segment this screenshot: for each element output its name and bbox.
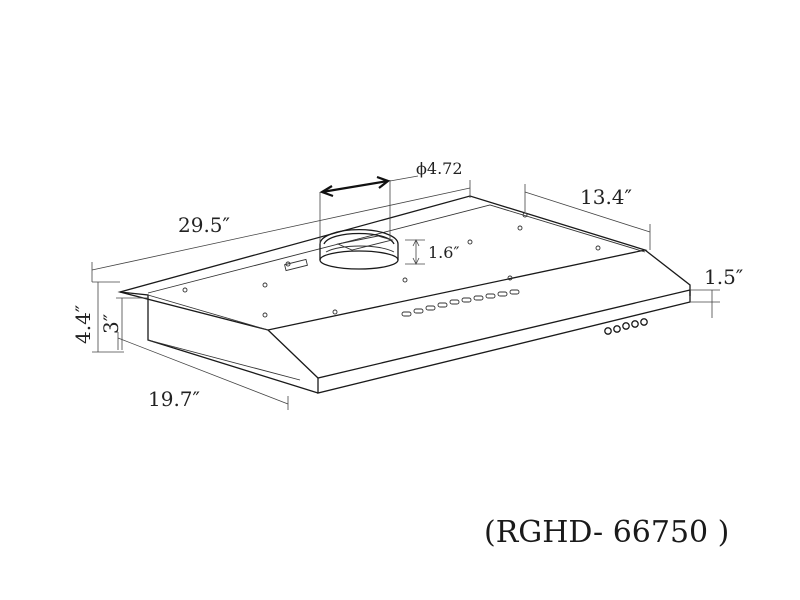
hood-right-side xyxy=(644,249,691,296)
dim-duct-height-label: 1.6″ xyxy=(428,243,459,262)
dim-depth-label: 19.7″ xyxy=(148,387,200,411)
dim-width-label: 29.5″ xyxy=(178,213,230,237)
hood-front-face xyxy=(267,289,691,379)
label-plate xyxy=(284,258,308,272)
hood-body xyxy=(117,195,691,394)
dim-depth: 19.7″ xyxy=(117,332,289,411)
dim-height-front-label: 3″ xyxy=(99,314,123,334)
hood-left-slope xyxy=(147,294,269,331)
dim-duct-diameter: ϕ4.72 xyxy=(319,159,463,244)
dim-edge-height-label: 1.5″ xyxy=(704,265,743,289)
hood-left-side xyxy=(119,291,319,394)
dim-height-total-label: 4.4″ xyxy=(71,305,95,344)
duct-collar xyxy=(319,228,399,270)
dim-edge-height: 1.5″ xyxy=(690,265,743,318)
control-buttons xyxy=(604,318,648,335)
dim-side-depth: 13.4″ xyxy=(524,184,651,250)
hood-left-front-edge xyxy=(147,339,301,381)
dim-duct-height: 1.6″ xyxy=(405,239,459,265)
dim-width: 29.5″ xyxy=(91,180,471,282)
dim-side-depth-label: 13.4″ xyxy=(580,185,632,209)
vent-slots xyxy=(401,289,520,317)
dim-duct-diameter-label: ϕ4.72 xyxy=(416,159,463,178)
hood-top-crease xyxy=(147,204,646,294)
dim-heights: 4.4″ 3″ xyxy=(71,281,148,353)
hood-front-bottom xyxy=(317,290,691,394)
mounting-holes xyxy=(182,212,601,318)
model-number: (RGHD- 66750 ) xyxy=(484,515,729,550)
